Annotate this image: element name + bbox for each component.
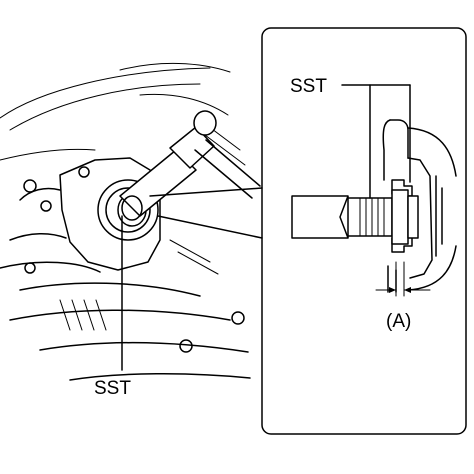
dimension-a-marker	[375, 261, 431, 297]
detail-frame	[261, 27, 467, 435]
sst-installer-tool	[119, 110, 261, 221]
detail-view	[261, 27, 467, 435]
dimension-a-label: (A)	[386, 311, 411, 332]
sst-installer-detail	[291, 189, 419, 245]
sst-label-overview: SST	[94, 378, 131, 399]
component-overview	[0, 62, 263, 381]
sst-label-detail: SST	[290, 76, 327, 97]
